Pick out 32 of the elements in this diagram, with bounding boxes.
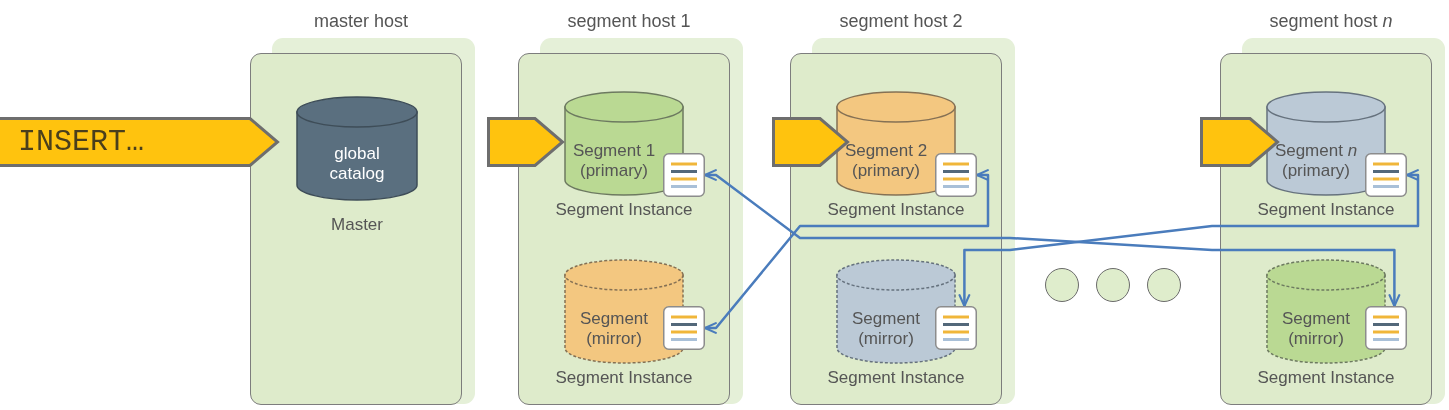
- ellipsis-circle: [1096, 268, 1130, 302]
- document-icon: [663, 306, 705, 350]
- database-label: Segment 1 (primary): [571, 141, 657, 181]
- caption-label: Segment Instance: [1257, 200, 1395, 220]
- caption-label: Segment Instance: [827, 368, 965, 388]
- caption-label: Segment Instance: [555, 368, 693, 388]
- document-icon: [935, 153, 977, 197]
- command-text: INSERT…: [18, 124, 145, 160]
- database-label: Segment 2 (primary): [843, 141, 929, 181]
- ellipsis-circle: [1045, 268, 1079, 302]
- database-label: Segment (mirror): [1280, 309, 1351, 349]
- caption-label: Segment Instance: [1257, 368, 1395, 388]
- host-label: master host: [314, 11, 408, 32]
- database-label: global catalog: [328, 144, 386, 184]
- double-headed-arrow: [703, 169, 990, 334]
- double-headed-arrow: [958, 169, 1420, 308]
- database-label: Segment n (primary): [1273, 141, 1359, 181]
- caption-label: Segment Instance: [555, 200, 693, 220]
- database-label: Segment (mirror): [850, 309, 921, 349]
- caption-label: Master: [331, 215, 383, 235]
- host-label: segment host n: [1269, 11, 1393, 32]
- database-label: Segment (mirror): [578, 309, 649, 349]
- double-headed-arrow: [703, 169, 1401, 308]
- document-icon: [663, 153, 705, 197]
- block-arrow: [0, 117, 280, 167]
- document-icon: [935, 306, 977, 350]
- document-icon: [1365, 153, 1407, 197]
- document-icon: [1365, 306, 1407, 350]
- ellipsis-circle: [1147, 268, 1181, 302]
- host-label: segment host 2: [839, 11, 963, 32]
- host-label: segment host 1: [567, 11, 691, 32]
- caption-label: Segment Instance: [827, 200, 965, 220]
